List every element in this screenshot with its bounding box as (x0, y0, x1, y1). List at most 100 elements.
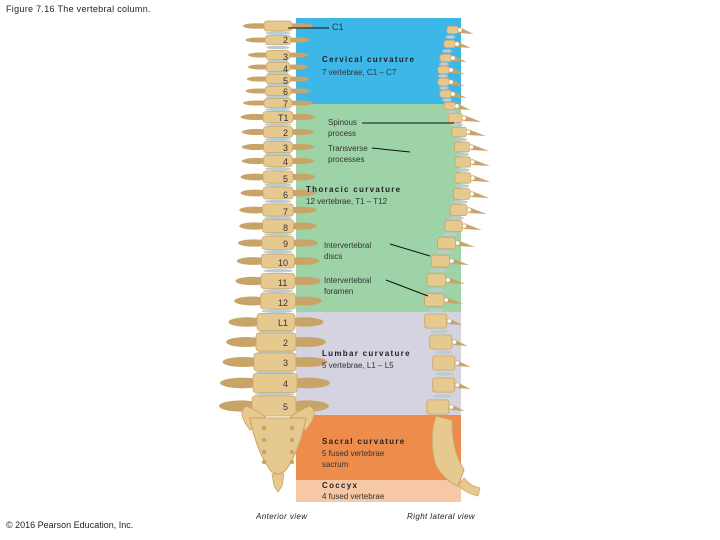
intervertebral-disc (430, 329, 449, 334)
vertebral-body (260, 273, 296, 289)
intervertebral-disc (265, 107, 291, 112)
vertebral-body (453, 188, 471, 200)
vertebral-body (264, 86, 292, 96)
intervertebral-disc (439, 86, 449, 90)
intervertebral-disc (442, 49, 452, 53)
intervertebral-disc (428, 288, 444, 292)
intervertebral-disc (427, 308, 445, 313)
spinous-process (456, 41, 471, 48)
lateral-spine-illustration (424, 25, 491, 497)
spinous-process (472, 159, 491, 166)
articular-process (465, 129, 471, 135)
intervertebral-disc (264, 152, 292, 156)
intervertebral-disc (262, 288, 294, 293)
articular-process (469, 191, 475, 197)
intervertebral-disc (442, 98, 452, 102)
vertebral-body (262, 186, 294, 200)
sacral-subtitle: 5 fused vertebrae (322, 449, 385, 458)
spinous-process (456, 382, 471, 389)
intervertebral-disc (266, 95, 290, 99)
coccyx-band (296, 480, 461, 502)
articular-process (446, 318, 452, 324)
vertebra-number: 7 (283, 207, 289, 217)
intervertebral-disc (438, 74, 448, 78)
discs-leader-line (389, 243, 431, 257)
articular-process (448, 404, 454, 410)
intervertebral-disc (265, 31, 291, 36)
spinous-process (450, 79, 465, 86)
articular-process (454, 360, 460, 366)
articular-process (448, 79, 454, 85)
vertebral-body (263, 98, 293, 108)
sacral-foramen (289, 449, 295, 455)
intervertebral-disc (455, 184, 470, 188)
intervertebral-disc (267, 71, 289, 75)
intervertebral-disc (264, 232, 292, 237)
spinous-process-label: Spinous process (328, 118, 357, 138)
vertebral-body (252, 373, 298, 393)
vertebral-body (454, 141, 471, 153)
thoracic-subtitle: 12 vertebrae, T1 – T12 (306, 197, 388, 206)
spinous-process (456, 103, 471, 110)
vertebral-body (446, 25, 459, 35)
articular-process (455, 240, 461, 246)
vertebral-body (439, 89, 452, 99)
vertebral-body (454, 172, 472, 184)
vertebra-number: 5 (283, 402, 289, 412)
vertebra-number: 11 (278, 278, 288, 288)
thoracic-title: Thoracic curvature (306, 185, 402, 194)
vertebra-number: L1 (278, 318, 289, 328)
articular-process (457, 27, 463, 33)
vertebral-body (430, 254, 451, 268)
anterior-view-caption: Anterior view (256, 512, 308, 521)
vertebral-body (454, 156, 472, 168)
spinous-process (456, 360, 471, 367)
vertebral-body (263, 155, 293, 167)
intervertebral-disc (456, 152, 469, 157)
articular-process (443, 297, 449, 303)
vertebra-number: 2 (283, 35, 289, 45)
coccyx-lateral (457, 477, 481, 497)
intervertebral-disc (434, 350, 453, 355)
vertebral-body (265, 74, 291, 84)
vertebral-body (262, 111, 294, 123)
cervical-band (296, 18, 461, 104)
spinous-process (451, 258, 470, 265)
intervertebral-discs-label: Intervertebral discs (324, 241, 372, 261)
transverse-processes-label: Transverse processes (328, 144, 368, 164)
intervertebral-disc (432, 394, 452, 398)
lumbar-title: Lumbar curvature (322, 349, 411, 358)
intervertebral-disc (456, 168, 470, 172)
sacrum (249, 417, 307, 475)
spinous-process (445, 297, 464, 304)
intervertebral-disc (453, 200, 468, 204)
articular-process (449, 258, 455, 264)
vertebra-number: 2 (283, 338, 289, 348)
spinous-process (468, 207, 487, 214)
articular-process (451, 339, 457, 345)
vertebra-number: 10 (278, 258, 289, 268)
intervertebral-disc (431, 268, 447, 273)
vertebral-body (451, 126, 467, 138)
vertebral-body (443, 101, 456, 111)
lateral-view-caption: Right lateral view (407, 512, 476, 521)
transverse-leader-line (371, 147, 411, 153)
intervertebral-disc (264, 199, 292, 204)
vertebral-body (260, 292, 296, 310)
vertebra-number: 5 (283, 76, 289, 86)
spinous-process (453, 339, 468, 346)
sacral-foramen (261, 425, 267, 431)
intervertebral-disc (254, 392, 295, 397)
spinous-process (472, 175, 491, 182)
coccyx-title: Coccyx (322, 481, 359, 490)
intervertebral-disc (450, 123, 464, 127)
intervertebral-disc (264, 137, 292, 142)
foramen-leader-line (385, 279, 429, 297)
articular-process (450, 91, 456, 97)
spinous-process (452, 55, 467, 62)
vertebral-body (261, 236, 295, 250)
coccyx-subtitle: 4 fused vertebrae (322, 492, 385, 501)
vertebra-number: 4 (283, 64, 289, 74)
intervertebral-disc (266, 83, 290, 87)
vertebra-number: 8 (283, 223, 289, 233)
